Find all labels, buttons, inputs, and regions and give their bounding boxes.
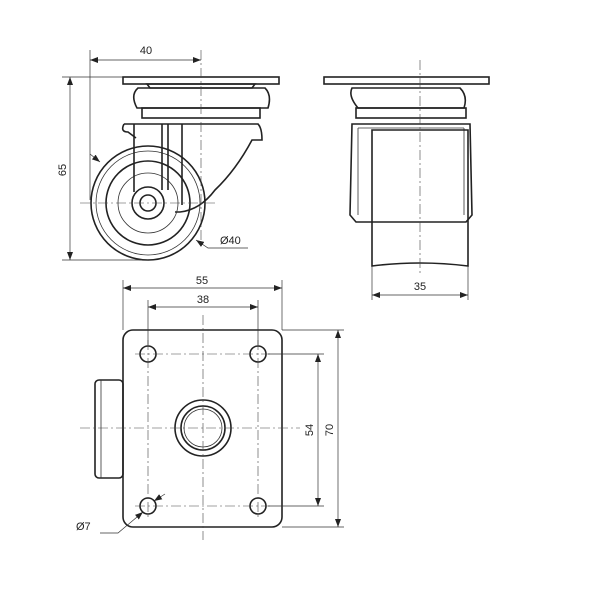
- dim-plate-width: 55: [196, 275, 208, 287]
- dim-hole-diameter: Ø7: [76, 521, 91, 533]
- dim-side-width: 40: [140, 45, 152, 57]
- dim-plate-length: 70: [324, 424, 336, 436]
- dim-side-height: 65: [57, 164, 69, 176]
- front-view: 35: [323, 60, 490, 300]
- side-view: 40 65 Ø40: [57, 45, 280, 261]
- dim-hole-spacing-x: 38: [197, 294, 209, 306]
- dim-wheel-width: 35: [414, 281, 426, 293]
- top-view: 55 38 54 70 Ø7: [76, 275, 344, 540]
- dim-wheel-diameter: Ø40: [220, 235, 241, 247]
- dim-hole-spacing-y: 54: [304, 424, 316, 436]
